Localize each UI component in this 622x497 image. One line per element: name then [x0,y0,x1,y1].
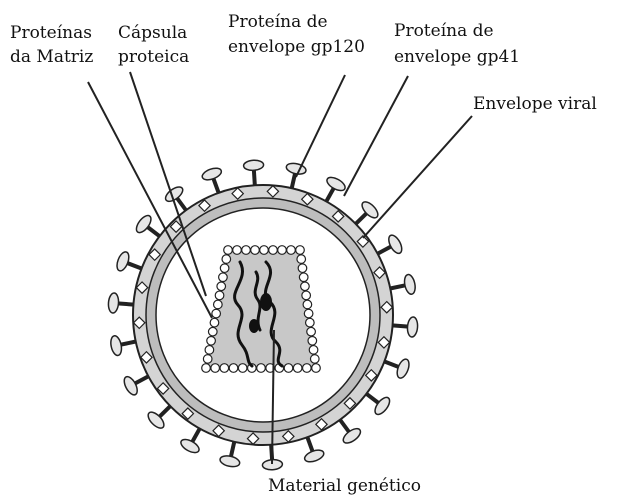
capsid-bead [303,364,312,373]
gp120-spike [145,405,171,431]
capsid-bead [296,246,305,255]
label-matrix-line2: da Matriz [10,47,93,67]
label-matrix-line1: Proteínas [10,23,92,43]
gp120-spike [109,335,137,357]
reverse-transcriptase-2 [249,319,259,333]
capsid-bead [211,364,220,373]
label-capsid-line2: proteica [118,47,189,67]
gp120-spike [383,357,412,379]
capsid-bead [210,318,219,327]
capsid-bead [257,364,266,373]
capsid-bead [284,364,293,373]
capsid-bead [303,300,312,309]
capsid-bead [251,246,260,255]
label-gp41: Proteína de envelope gp41 [394,21,520,67]
gp120-spike [134,213,162,237]
capsid-bead [298,264,307,273]
capsid-bead [233,246,242,255]
label-gp120-line2: envelope gp120 [228,37,365,57]
capsid-bead [301,282,310,291]
gp120-spike [391,317,419,338]
capsid-bead [242,246,251,255]
capsid-bead [308,336,317,345]
gp120-spike [201,166,223,195]
gp120-spike [376,233,405,255]
capsid-bead [224,246,233,255]
label-viral-envelope: Envelope viral [473,94,597,114]
capsid-bead [212,309,221,318]
label-gp41-line1: Proteína de [394,21,494,41]
capsid-bead [260,246,269,255]
capsid-bead [309,346,318,355]
label-gp120-line1: Proteína de [228,12,328,32]
pointer-gp41 [344,76,408,196]
label-genetic-text: Material genético [268,476,421,496]
capsid-bead [293,364,302,373]
capsid-bead [220,264,229,273]
pointer-gp120 [296,75,345,177]
capsid-bead [307,327,316,336]
label-gp120: Proteína de envelope gp120 [228,12,365,57]
capsid-bead [278,246,287,255]
capsid-bead [304,309,313,318]
label-envelope-text: Envelope viral [473,94,597,114]
capsid-bead [202,364,211,373]
gp120-spike [243,160,264,188]
gp120-spike [303,435,325,464]
capsid-bead [205,346,214,355]
gp120-spike [108,293,136,314]
pointer-envelope [363,116,472,238]
gp120-spike [325,175,347,203]
gp120-spike [219,440,241,469]
reverse-transcriptase-1 [260,293,272,311]
capsid-bead [217,282,226,291]
capsid-bead [312,364,321,373]
gp120-spike [365,393,393,417]
capsid-bead [299,273,308,282]
capsid-bead [203,355,212,364]
label-capsid: Cápsula proteica [118,23,189,67]
gp120-spike [122,375,151,397]
gp120-spike [339,418,363,446]
label-matrix-proteins: Proteínas da Matriz [10,23,93,67]
capsid-bead [238,364,247,373]
label-capsid-line1: Cápsula [118,23,187,43]
capsid-bead [306,318,315,327]
capsid-bead [310,355,319,364]
capsid-bead [229,364,238,373]
gp120-spike [115,250,144,272]
label-gp41-line2: envelope gp41 [394,47,520,67]
gp120-spike [388,274,416,296]
gp120-spike [179,427,201,455]
capsid-bead [208,327,217,336]
capsid-bead [269,246,278,255]
capsid-bead [207,336,216,345]
capsid-bead [214,300,223,309]
capsid-bead [215,291,224,300]
capsid-bead [219,273,228,282]
label-genetic-material: Material genético [268,476,421,496]
capsid-bead [287,246,296,255]
capsid-bead [297,255,306,264]
capsid-bead [220,364,229,373]
capsid-bead [302,291,311,300]
capsid-bead [222,255,231,264]
